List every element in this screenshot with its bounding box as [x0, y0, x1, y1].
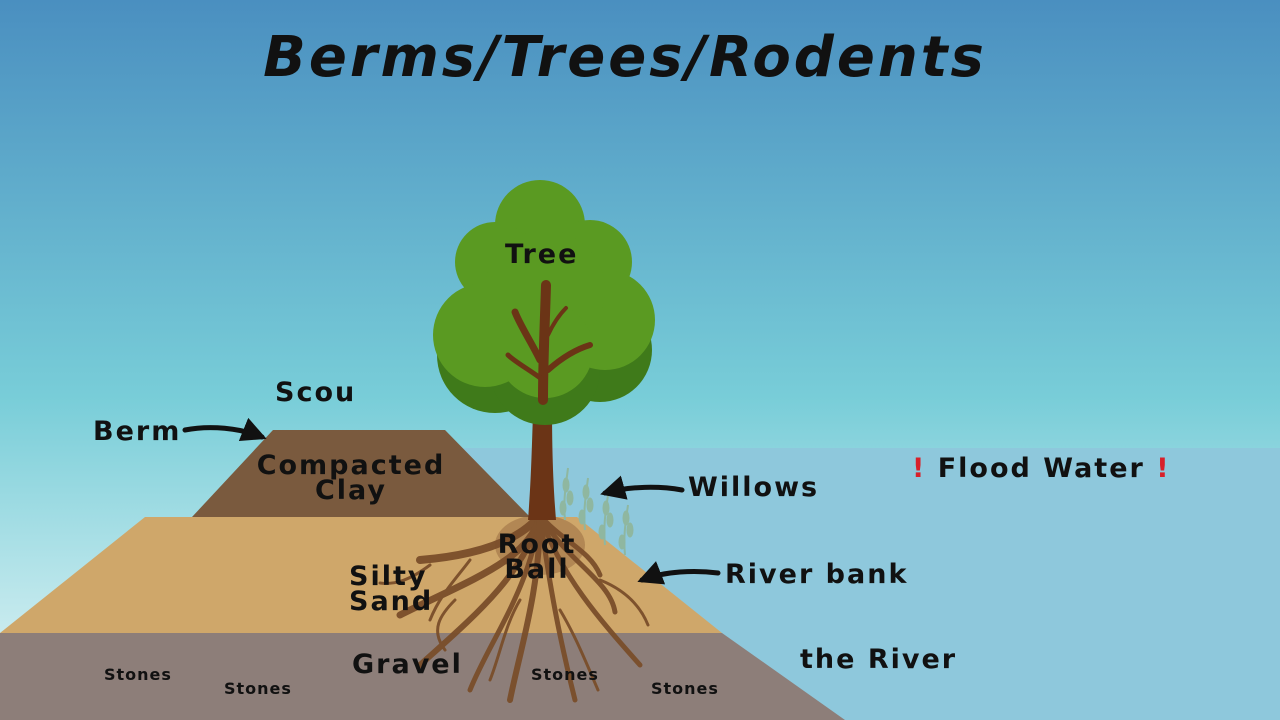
river-bank-arrow: [637, 561, 721, 585]
stones-label: Stones: [104, 665, 172, 684]
flood-water-text: Flood Water: [937, 453, 1145, 484]
flood-exclaim-left-icon: !: [912, 453, 927, 484]
gravel-label: Gravel: [352, 649, 463, 680]
stones-label: Stones: [531, 665, 599, 684]
compacted-clay-label: Compacted Clay: [256, 452, 446, 504]
willow-plants: [559, 467, 634, 556]
silty-sand-line2: Sand: [349, 586, 434, 617]
compacted-clay-line1: Compacted: [256, 450, 446, 481]
scou-label: Scou: [275, 377, 357, 408]
stones-label: Stones: [651, 679, 719, 698]
page-title: Berms/Trees/Rodents: [263, 25, 987, 90]
willows-label: Willows: [688, 472, 820, 503]
root-ball-line2: Ball: [504, 554, 570, 585]
berm-compacted-clay: [192, 430, 530, 517]
compacted-clay-line2: Clay: [314, 475, 388, 506]
root-ball-line1: Root: [497, 529, 577, 560]
flood-exclaim-right-icon: !: [1156, 453, 1171, 484]
berm-arrow: [182, 417, 267, 442]
tree-branches: [505, 280, 593, 405]
silty-sand-label: Silty Sand: [349, 563, 433, 615]
tree-label: Tree: [505, 239, 579, 270]
river-bank-label: River bank: [725, 559, 909, 590]
stones-label: Stones: [224, 679, 292, 698]
root-ball: [495, 515, 585, 575]
root-ball-label: Root Ball: [482, 531, 592, 583]
berm-label: Berm: [93, 416, 182, 447]
flood-water-label: ! Flood Water !: [912, 455, 1171, 482]
the-river-label: the River: [800, 644, 958, 675]
willows-arrow: [600, 475, 685, 500]
root-system: [378, 511, 650, 703]
silty-sand-line1: Silty: [349, 561, 428, 592]
